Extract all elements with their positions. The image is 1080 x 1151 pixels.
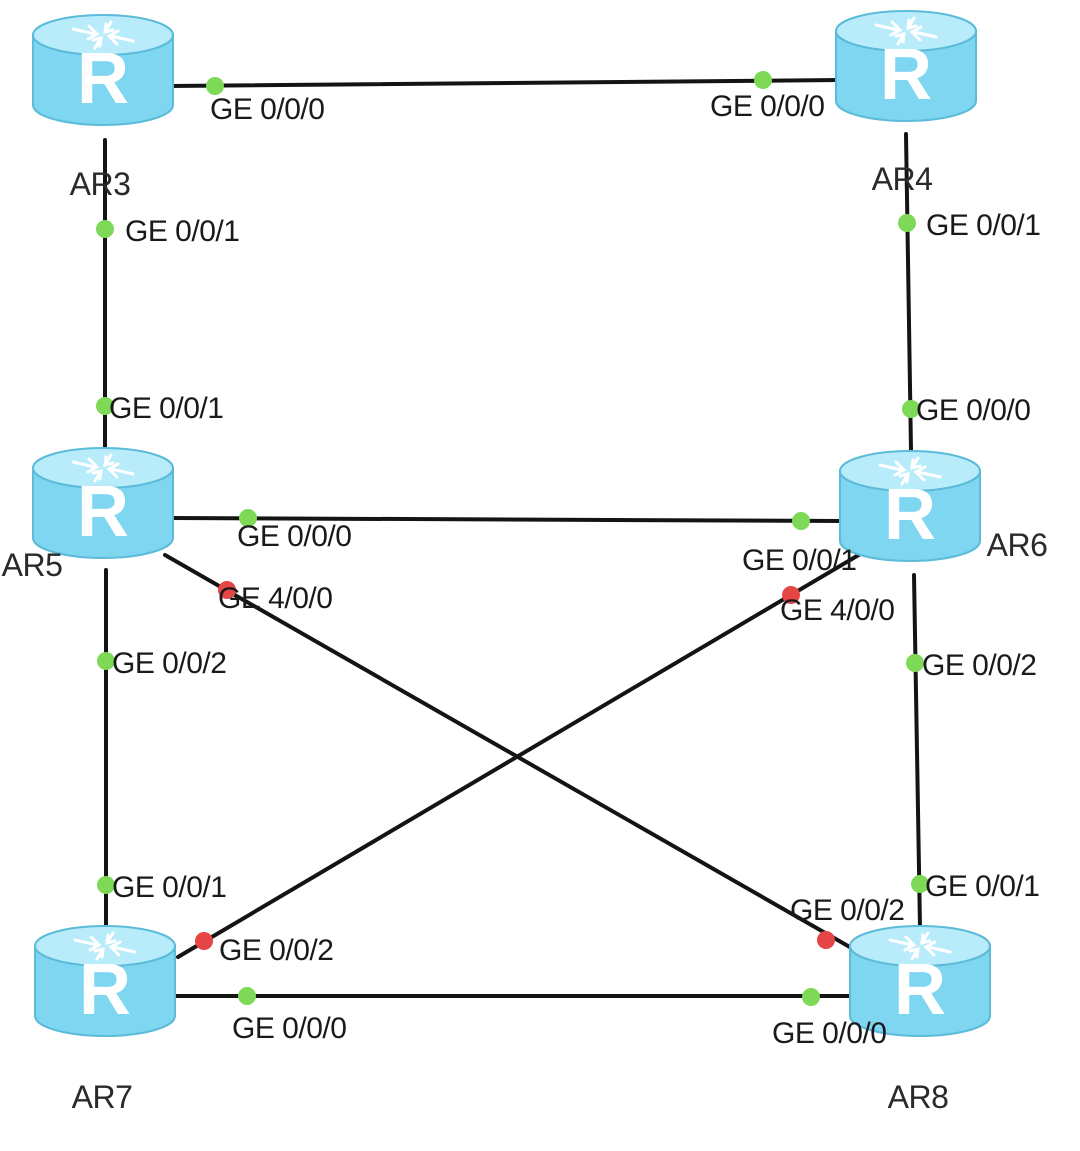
links-layer: [103, 78, 922, 998]
router-body-icon: [34, 945, 176, 1037]
port-status-down-indicator[interactable]: [218, 581, 236, 599]
router-ar6[interactable]: R: [839, 450, 981, 562]
port-label-ar5-ge-0-0-1: GE 0/0/1: [109, 392, 223, 425]
router-arrows-icon: [71, 453, 135, 483]
router-ar5[interactable]: R: [32, 447, 174, 559]
router-body-icon: [839, 470, 981, 562]
port-status-up-indicator[interactable]: [97, 876, 115, 894]
port-labels-layer: GE 0/0/0 GE 0/0/0 GE 0/0/1 GE 0/0/1 GE 0/0/1…: [109, 90, 1041, 1050]
port-label-ar8-ge-0-0-1: GE 0/0/1: [925, 870, 1039, 903]
router-arrows-icon: [71, 20, 135, 50]
port-label-ar8-ge-0-0-0: GE 0/0/0: [772, 1017, 886, 1050]
router-r-glyph-icon: R: [77, 39, 129, 119]
router-top-icon: [839, 450, 981, 492]
port-status-down-indicator[interactable]: [817, 931, 835, 949]
port-status-up-indicator[interactable]: [239, 509, 257, 527]
router-name-label: AR4: [872, 161, 933, 197]
router-ar7[interactable]: R: [34, 925, 176, 1037]
port-label-ar8-ge-0-0-2: GE 0/0/2: [790, 894, 904, 927]
router-ar8[interactable]: R: [849, 925, 991, 1037]
port-label-ar5-ge-0-0-2: GE 0/0/2: [112, 647, 226, 680]
port-status-up-indicator[interactable]: [911, 875, 929, 893]
router-name-label: AR6: [987, 527, 1048, 563]
link-ar6-ar8[interactable]: [912, 573, 922, 930]
router-top-icon: [849, 925, 991, 967]
link-ar6-ar7[interactable]: [176, 551, 864, 959]
port-label-ar3-ge-0-0-0: GE 0/0/0: [210, 93, 324, 126]
port-indicators-layer: [96, 71, 929, 1006]
router-ar4[interactable]: R: [835, 10, 977, 122]
link-ar5-ar6[interactable]: [170, 516, 844, 523]
router-arrows-icon: [874, 16, 938, 46]
port-label-ar7-ge-0-0-2: GE 0/0/2: [219, 934, 333, 967]
router-r-glyph-icon: R: [77, 472, 129, 552]
link-ar3-ar4[interactable]: [168, 78, 842, 88]
router-arrows-icon: [888, 931, 952, 961]
router-body-icon: [835, 30, 977, 122]
port-label-ar6-ge-0-0-0: GE 0/0/0: [916, 394, 1030, 427]
port-label-ar4-ge-0-0-1: GE 0/0/1: [926, 209, 1040, 242]
router-name-label: AR3: [70, 166, 131, 202]
port-status-up-indicator[interactable]: [792, 512, 810, 530]
port-label-ar7-ge-0-0-0: GE 0/0/0: [232, 1012, 346, 1045]
port-status-up-indicator[interactable]: [902, 400, 920, 418]
port-status-up-indicator[interactable]: [238, 987, 256, 1005]
router-r-glyph-icon: R: [894, 950, 946, 1030]
router-top-icon: [32, 447, 174, 489]
port-label-ar6-ge-0-0-2: GE 0/0/2: [922, 649, 1036, 682]
router-name-label: AR5: [2, 547, 63, 583]
port-label-ar5-ge-0-0-0: GE 0/0/0: [237, 520, 351, 553]
router-arrows-icon: [878, 456, 942, 486]
link-ar4-ar6[interactable]: [904, 132, 913, 452]
port-label-ar6-ge-4-0-0: GE 4/0/0: [780, 594, 894, 627]
port-label-ar4-ge-0-0-0: GE 0/0/0: [710, 90, 824, 123]
router-name-label: AR7: [72, 1079, 133, 1115]
port-label-ar5-ge-4-0-0: GE 4/0/0: [218, 582, 332, 615]
port-status-up-indicator[interactable]: [898, 214, 916, 232]
router-r-glyph-icon: R: [880, 35, 932, 115]
port-label-ar3-ge-0-0-1: GE 0/0/1: [125, 215, 239, 248]
port-status-up-indicator[interactable]: [97, 652, 115, 670]
port-status-down-indicator[interactable]: [782, 586, 800, 604]
router-top-icon: [835, 10, 977, 52]
router-name-label: AR8: [888, 1079, 949, 1115]
port-status-up-indicator[interactable]: [96, 220, 114, 238]
router-body-icon: [32, 467, 174, 559]
router-body-icon: [32, 34, 174, 126]
router-arrows-icon: [73, 931, 137, 961]
port-status-up-indicator[interactable]: [906, 654, 924, 672]
port-label-ar7-ge-0-0-1: GE 0/0/1: [112, 871, 226, 904]
port-status-up-indicator[interactable]: [802, 988, 820, 1006]
link-ar5-ar8[interactable]: [163, 553, 857, 952]
router-body-icon: [849, 945, 991, 1037]
port-label-ar6-ge-0-0-1: GE 0/0/1: [742, 544, 856, 577]
port-status-up-indicator[interactable]: [96, 397, 114, 415]
router-ar3[interactable]: R: [32, 14, 174, 126]
router-r-glyph-icon: R: [884, 475, 936, 555]
port-status-up-indicator[interactable]: [754, 71, 772, 89]
router-top-icon: [34, 925, 176, 967]
port-status-up-indicator[interactable]: [206, 77, 224, 95]
router-r-glyph-icon: R: [79, 950, 131, 1030]
port-status-down-indicator[interactable]: [195, 932, 213, 950]
router-top-icon: [32, 14, 174, 56]
